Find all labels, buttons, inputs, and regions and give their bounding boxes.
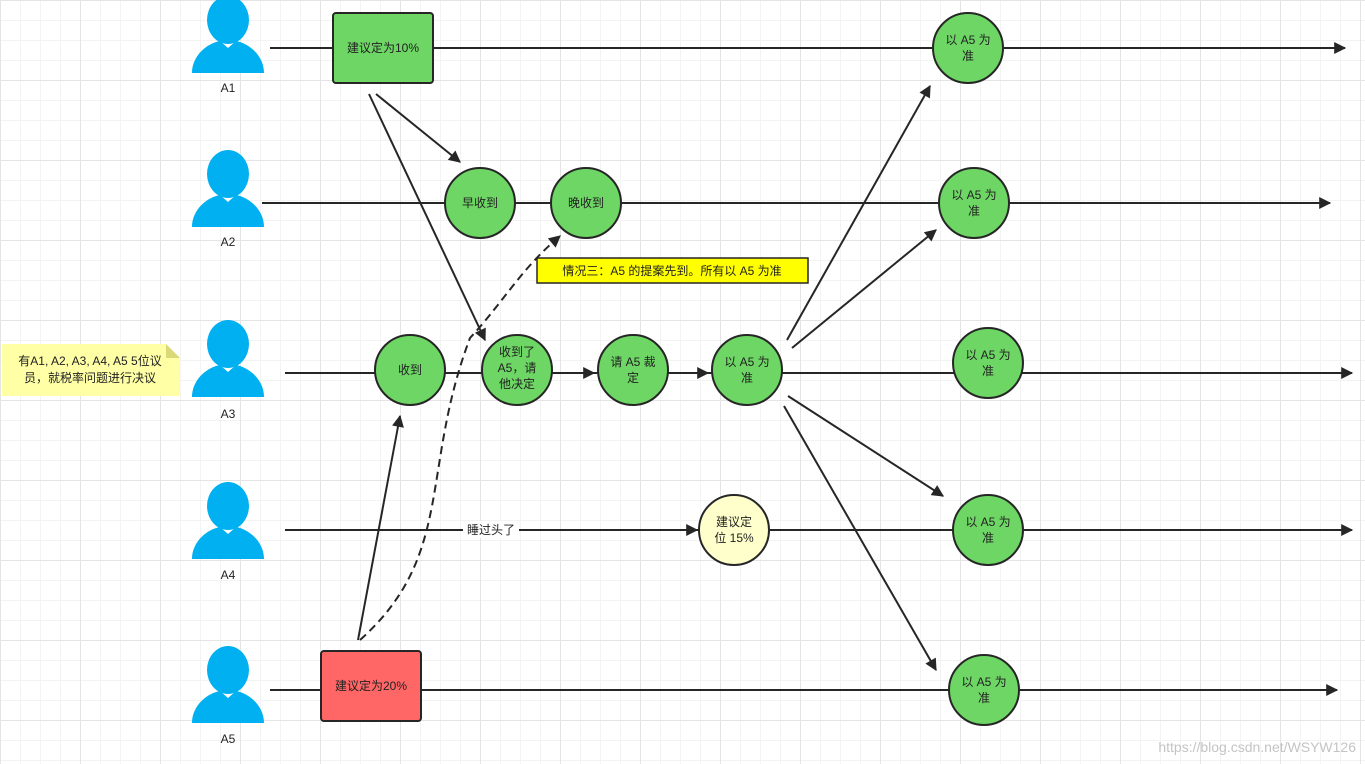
edge-label-a4-overslept: 睡过头了: [467, 523, 515, 537]
proposal-a5-label: 建议定为20%: [335, 678, 407, 693]
node-a1-final-line-1: 以 A5 为: [945, 33, 990, 47]
node-a2-early-label: 早收到: [462, 196, 498, 210]
arrow-a3-to-a5-final: [783, 405, 937, 672]
proposal-a1: 建议定为10%: [332, 12, 434, 84]
arrow-a3-to-a1-final: [786, 84, 931, 341]
node-a3-ask-a5: 请 A5 裁 定: [597, 334, 669, 406]
actor-a2-label: A2: [221, 235, 236, 249]
actors: A1 A2 A3 A4 A5: [192, 0, 264, 746]
node-a3-final-line-2: 准: [982, 364, 994, 378]
node-a3-final: 以 A5 为 准: [952, 327, 1024, 399]
nodes: 以 A5 为 准 早收到 晚收到 以 A5 为 准 收到 收到了 A5，请 他决…: [374, 12, 1024, 726]
node-a5-final: 以 A5 为 准: [948, 654, 1020, 726]
node-a3-use-a5-line-2: 准: [741, 371, 753, 385]
timelines: [262, 42, 1354, 696]
node-a4-propose-line-2: 位 15%: [714, 530, 754, 545]
actor-a4: A4: [192, 482, 264, 582]
arrow-a3-to-a2-final: [791, 229, 937, 349]
node-a3-received-a5-line-2: A5，请: [498, 361, 537, 375]
messages: [357, 84, 945, 672]
arrow-a5-to-a3: [357, 414, 404, 641]
actor-a5: A5: [192, 646, 264, 746]
scenario-callout: 情况三：A5 的提案先到。所有以 A5 为准: [536, 257, 809, 284]
node-a3-ask-a5-line-1: 请 A5 裁: [610, 355, 655, 369]
node-a2-final-line-1: 以 A5 为: [951, 188, 996, 202]
node-a4-final: 以 A5 为 准: [952, 494, 1024, 566]
edge-label-a4: 睡过头了: [463, 521, 519, 538]
intro-note-line-2: 员，就税率问题进行决议: [24, 370, 156, 385]
proposal-a5: 建议定为20%: [320, 650, 422, 722]
actor-a3-label: A3: [221, 407, 236, 421]
arrow-a1-to-a2-early: [375, 93, 461, 163]
proposal-a1-box: [332, 12, 434, 84]
intro-note-line-1: 有A1, A2, A3, A4, A5 5位议: [18, 353, 161, 368]
node-a1-final-line-2: 准: [962, 49, 974, 63]
node-a5-final-line-1: 以 A5 为: [961, 675, 1006, 689]
actor-a2: A2: [192, 150, 264, 249]
node-a2-late-label: 晚收到: [568, 196, 604, 210]
proposal-a1-label: 建议定为10%: [347, 40, 419, 55]
node-a2-early: 早收到: [444, 167, 516, 239]
intro-note: 有A1, A2, A3, A4, A5 5位议 员，就税率问题进行决议: [2, 344, 180, 396]
watermark: https://blog.csdn.net/WSYW126: [1158, 739, 1356, 755]
node-a3-received-a5-line-1: 收到了: [499, 345, 535, 359]
node-a4-propose-line-1: 建议定: [716, 514, 752, 529]
node-a3-use-a5: 以 A5 为 准: [711, 334, 783, 406]
node-a1-final: 以 A5 为 准: [932, 12, 1004, 84]
scenario-callout-text: 情况三：A5 的提案先到。所有以 A5 为准: [562, 263, 781, 278]
node-a4-final-line-2: 准: [982, 531, 994, 545]
arrow-a5-to-a2-late-dashed: [359, 235, 561, 641]
node-a2-final-line-2: 准: [968, 204, 980, 218]
node-a4-final-line-1: 以 A5 为: [965, 515, 1010, 529]
arrow-a3-to-a4-final: [787, 395, 945, 497]
actor-a1: A1: [192, 0, 264, 95]
node-a3-received-label: 收到: [398, 363, 422, 377]
proposal-a5-box: [320, 650, 422, 722]
actor-a5-label: A5: [221, 732, 236, 746]
node-a5-final-line-2: 准: [978, 691, 990, 705]
node-a3-received: 收到: [374, 334, 446, 406]
node-a4-propose: 建议定 位 15%: [698, 494, 770, 566]
arrow-a1-to-a3: [368, 93, 486, 342]
scenario-callout-box: [536, 257, 809, 284]
actor-a3: A3: [192, 320, 264, 421]
node-a3-ask-a5-line-2: 定: [627, 370, 639, 385]
node-a3-received-a5: 收到了 A5，请 他决定: [481, 334, 553, 406]
node-a3-received-a5-line-3: 他决定: [499, 376, 535, 391]
node-a2-late: 晚收到: [550, 167, 622, 239]
node-a3-use-a5-line-1: 以 A5 为: [724, 355, 769, 369]
node-a2-final: 以 A5 为 准: [938, 167, 1010, 239]
actor-a1-label: A1: [221, 81, 236, 95]
actor-a4-label: A4: [221, 568, 236, 582]
node-a3-final-line-1: 以 A5 为: [965, 348, 1010, 362]
